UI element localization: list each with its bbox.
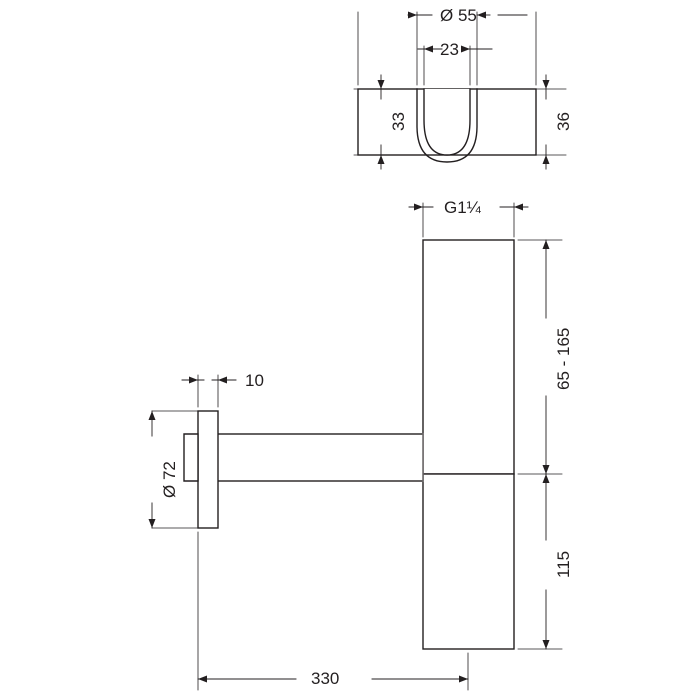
label-top-right-height: 36 [554, 112, 573, 131]
dim-vertical-adjustable [542, 239, 550, 475]
main-view-extension-lines [151, 202, 563, 691]
top-view-extension-lines [353, 11, 567, 156]
dim-top-outer-diameter [407, 11, 528, 19]
dim-thread-size [408, 203, 529, 211]
dim-vertical-lower [542, 473, 550, 650]
main-view-wall-flange [183, 410, 219, 529]
label-thread-size: G1¼ [444, 198, 481, 217]
label-vertical-lower: 115 [554, 550, 573, 578]
label-top-outer-diameter: Ø 55 [440, 6, 477, 25]
label-top-left-height: 33 [389, 112, 408, 131]
dim-overall-length [197, 675, 469, 683]
label-flange-thickness: 10 [245, 371, 264, 390]
dim-flange-thickness [181, 376, 237, 384]
dim-top-right-height [542, 74, 550, 170]
dim-top-inner-width [417, 45, 493, 53]
dim-flange-diameter [148, 410, 156, 529]
dim-top-left-height [377, 74, 385, 170]
main-view-riser [422, 239, 515, 650]
top-view-cap-outline [357, 88, 537, 163]
label-overall-length: 330 [311, 669, 340, 688]
label-top-inner-width: 23 [440, 40, 459, 59]
label-vertical-adjustable: 65 - 165 [554, 327, 573, 390]
label-flange-diameter: Ø 72 [160, 461, 179, 498]
main-view-horizontal-pipe [198, 433, 424, 482]
